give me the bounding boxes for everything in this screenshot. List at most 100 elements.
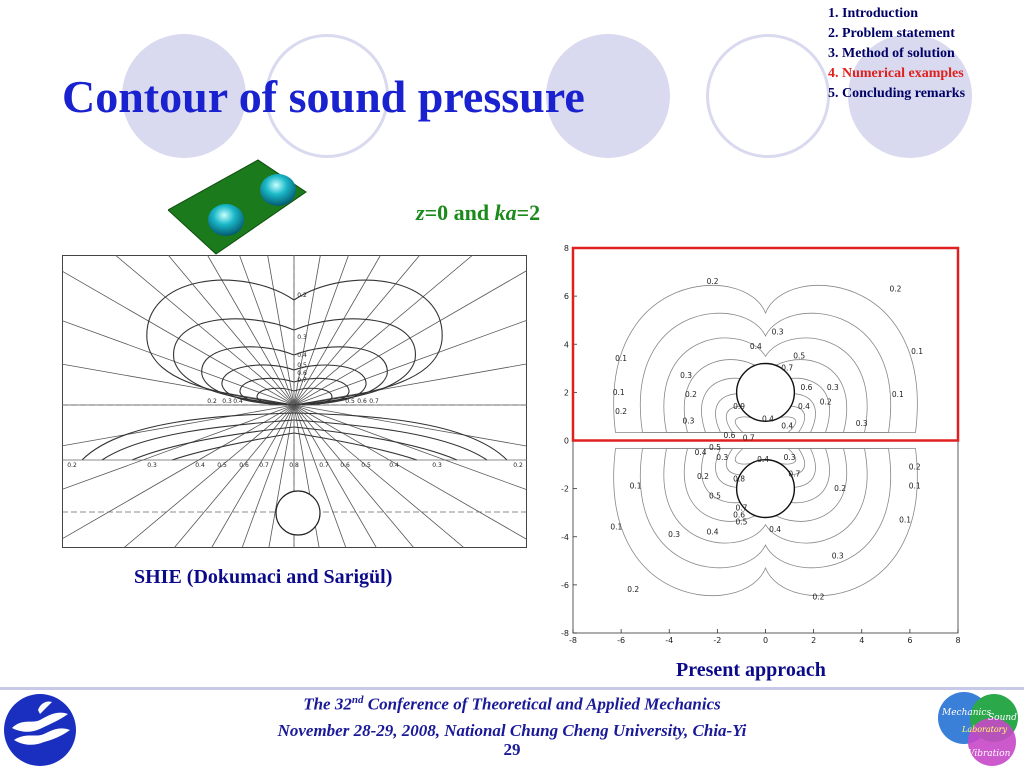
contour-label: 0.3 xyxy=(680,371,692,380)
outline-item[interactable]: 1. Introduction xyxy=(828,6,918,21)
contour-label: 0.4 xyxy=(762,414,774,423)
model-illustration xyxy=(168,159,307,255)
lab-logo: Mechanics Sound Laboratory Vibration xyxy=(938,692,1018,766)
contour-label: 0.4 xyxy=(757,455,769,464)
shie-ray xyxy=(293,404,527,540)
shie-ray xyxy=(293,404,527,447)
shie-label: 0.6 xyxy=(340,462,350,469)
shie-ray xyxy=(293,363,527,406)
contour-label: 0.3 xyxy=(856,419,868,428)
contour-label: 0.3 xyxy=(832,551,844,560)
contour-label: 0.2 xyxy=(889,284,901,293)
shie-label: 0.5 xyxy=(217,462,227,469)
outline-item[interactable]: 2. Problem statement xyxy=(828,26,955,41)
z-variable: z xyxy=(416,200,425,225)
footer-conference: The 32nd Conference of Theoretical and A… xyxy=(0,694,1024,715)
contour-label: 0.3 xyxy=(668,530,680,539)
x-tick-label: 0 xyxy=(763,636,768,645)
shie-ray xyxy=(293,270,527,406)
contour-label: 0.2 xyxy=(685,390,697,399)
contour-label: 0.2 xyxy=(697,472,709,481)
contour-label: 0.6 xyxy=(800,383,812,392)
contour-label: 0.2 xyxy=(820,397,832,406)
conference-ordinal: nd xyxy=(351,694,364,706)
condition-label: z=0 and ka=2 xyxy=(416,200,540,226)
y-tick-label: 8 xyxy=(564,244,569,253)
x-tick-label: 4 xyxy=(859,636,864,645)
shie-ray xyxy=(114,255,295,406)
outline-list: 1. Introduction 2. Problem statement 3. … xyxy=(828,4,965,104)
contour-label: 0.7 xyxy=(735,503,747,512)
shie-side-label: 0.7 xyxy=(369,398,379,405)
contour-label: 0.1 xyxy=(615,354,627,363)
contour-label: 0.7 xyxy=(788,470,800,479)
lab-logo-word: Sound xyxy=(988,713,1017,723)
contour-label: 0.4 xyxy=(798,402,810,411)
contour-label: 0.3 xyxy=(772,328,784,337)
contour-label: 0.3 xyxy=(827,383,839,392)
shie-ray xyxy=(241,404,295,548)
highlight-box xyxy=(571,246,960,442)
contour-label: 0.2 xyxy=(707,277,719,286)
contour-label: 0.7 xyxy=(781,364,793,373)
conference-prefix: The 32 xyxy=(303,694,352,714)
y-tick-label: 6 xyxy=(564,292,569,301)
x-tick-label: -2 xyxy=(713,636,721,645)
shie-ray xyxy=(62,270,295,406)
shie-label: 0.4 xyxy=(389,462,399,469)
y-tick-label: 0 xyxy=(564,437,569,446)
shie-ray xyxy=(268,404,295,548)
shie-label: 0.3 xyxy=(432,462,442,469)
contour-label: 0.5 xyxy=(709,443,721,452)
shie-ray xyxy=(293,404,347,548)
contour-line xyxy=(640,312,891,433)
footer-divider xyxy=(0,687,1024,690)
shie-ray xyxy=(293,319,527,406)
decor-circle-3 xyxy=(848,34,972,158)
shie-label: 0.3 xyxy=(147,462,157,469)
shie-side-label: 0.4 xyxy=(233,398,243,405)
outline-item-active[interactable]: 4. Numerical examples xyxy=(828,66,964,81)
shie-ray xyxy=(62,404,295,447)
contour-label: 0.5 xyxy=(709,491,721,500)
contour-label: 0.1 xyxy=(899,515,911,524)
contour-label: 0.3 xyxy=(784,453,796,462)
shie-top-label: 0.2 xyxy=(297,292,307,299)
lab-logo-word: Mechanics xyxy=(941,708,991,718)
decor-circle-1 xyxy=(122,34,246,158)
x-tick-label: -8 xyxy=(569,636,577,645)
shie-ray xyxy=(123,404,295,548)
contour-label: 0.1 xyxy=(892,390,904,399)
shie-label: 0.8 xyxy=(289,462,299,469)
shie-label: 0.7 xyxy=(319,462,329,469)
contour-label: 0.2 xyxy=(627,585,639,594)
contour-label: 0.5 xyxy=(793,352,805,361)
y-tick-label: -4 xyxy=(561,533,569,542)
contour-label: 0.6 xyxy=(733,511,745,520)
x-tick-label: -6 xyxy=(617,636,625,645)
contour-line xyxy=(613,448,918,597)
contour-label: 0.4 xyxy=(750,342,762,351)
contour-label: 0.2 xyxy=(615,407,627,416)
y-tick-label: 4 xyxy=(564,340,569,349)
shie-label: 0.6 xyxy=(239,462,249,469)
outline-item[interactable]: 5. Concluding remarks xyxy=(828,86,966,101)
shie-label: 0.2 xyxy=(513,462,523,469)
contour-label: 0.2 xyxy=(909,462,921,471)
lab-logo-word: Laboratory xyxy=(961,725,1007,734)
lab-logo-word: Vibration xyxy=(968,749,1011,759)
contour-label: 0.4 xyxy=(781,421,793,430)
ka-variable: ka xyxy=(494,200,517,225)
shie-label: 0.2 xyxy=(67,462,77,469)
x-tick-label: 8 xyxy=(955,636,960,645)
outline-item[interactable]: 3. Method of solution xyxy=(828,46,955,61)
page-number: 29 xyxy=(503,740,521,759)
shie-label: 0.7 xyxy=(259,462,269,469)
shie-ray xyxy=(62,320,295,406)
contour-label: 0.1 xyxy=(630,482,642,491)
decor-ring-1 xyxy=(265,34,389,158)
contour-label: 0.8 xyxy=(733,474,745,483)
shie-label: 0.5 xyxy=(361,462,371,469)
shie-ray xyxy=(293,255,421,406)
